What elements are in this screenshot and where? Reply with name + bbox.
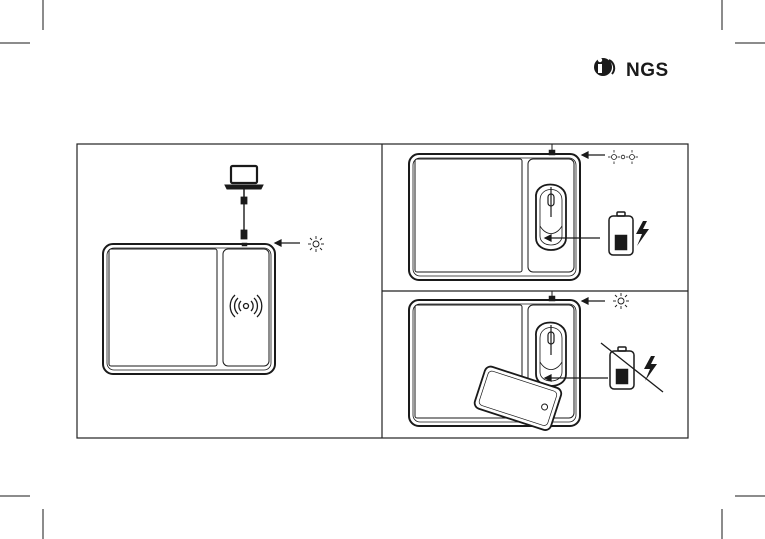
wireless-charging-icon bbox=[230, 295, 262, 317]
ngs-logo-icon bbox=[594, 58, 614, 76]
charging-arrow bbox=[545, 235, 600, 241]
panel-2-illustration bbox=[409, 144, 649, 280]
led-light-icon bbox=[613, 293, 629, 309]
led-indicator-arrow bbox=[582, 298, 605, 304]
led-blinking-icon bbox=[608, 150, 638, 164]
usb-cable bbox=[241, 189, 247, 239]
lightning-bolt-icon bbox=[644, 356, 657, 381]
charging-arrow bbox=[545, 375, 608, 381]
charging-pad bbox=[409, 144, 580, 280]
panel-3-illustration bbox=[409, 291, 663, 432]
brand-name: NGS bbox=[626, 60, 669, 82]
laptop-icon bbox=[225, 166, 263, 189]
charging-pad bbox=[103, 243, 275, 374]
battery-icon bbox=[609, 212, 633, 255]
figure-frame bbox=[77, 144, 688, 438]
led-indicator-arrow bbox=[275, 240, 300, 246]
led-light-icon bbox=[308, 236, 324, 252]
panel-1-illustration bbox=[103, 166, 324, 374]
led-indicator-arrow bbox=[582, 152, 605, 158]
lightning-bolt-icon bbox=[636, 221, 649, 246]
